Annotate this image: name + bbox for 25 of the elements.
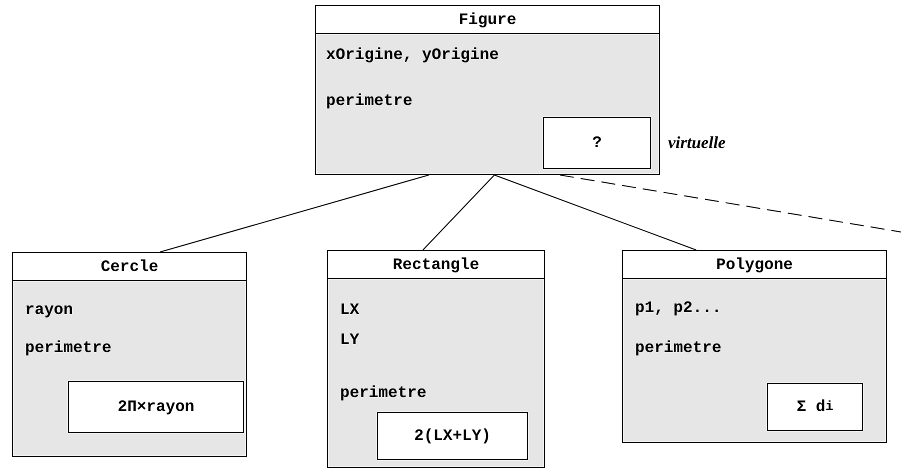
- connector-line: [160, 174, 430, 252]
- member-text: LX: [340, 301, 360, 319]
- note-text: virtuelle: [668, 133, 726, 153]
- member-text: perimetre: [326, 92, 412, 110]
- value-box: 2Π×rayon: [68, 381, 244, 433]
- member-text: LY: [340, 331, 360, 349]
- member-text: perimetre: [635, 339, 722, 357]
- value-box: 2(LX+LY): [377, 412, 528, 460]
- member-text: perimetre: [25, 339, 112, 357]
- member-text: perimetre: [340, 384, 426, 402]
- class-name: Cercle: [13, 253, 246, 281]
- value-box: ?: [543, 117, 651, 169]
- class-name: Figure: [316, 6, 659, 34]
- class-name: Polygone: [623, 251, 886, 279]
- connector-line: [422, 174, 495, 250]
- member-text: p1, p2...: [635, 299, 722, 317]
- class-box: [327, 250, 545, 468]
- class-box: [315, 5, 660, 175]
- class-box: [12, 252, 247, 457]
- class-box: [622, 250, 887, 443]
- connector-line: [494, 174, 697, 250]
- class-name: Rectangle: [328, 251, 544, 279]
- member-text: rayon: [25, 301, 74, 319]
- member-text: xOrigine, yOrigine: [326, 46, 499, 64]
- dashed-line: [559, 174, 901, 232]
